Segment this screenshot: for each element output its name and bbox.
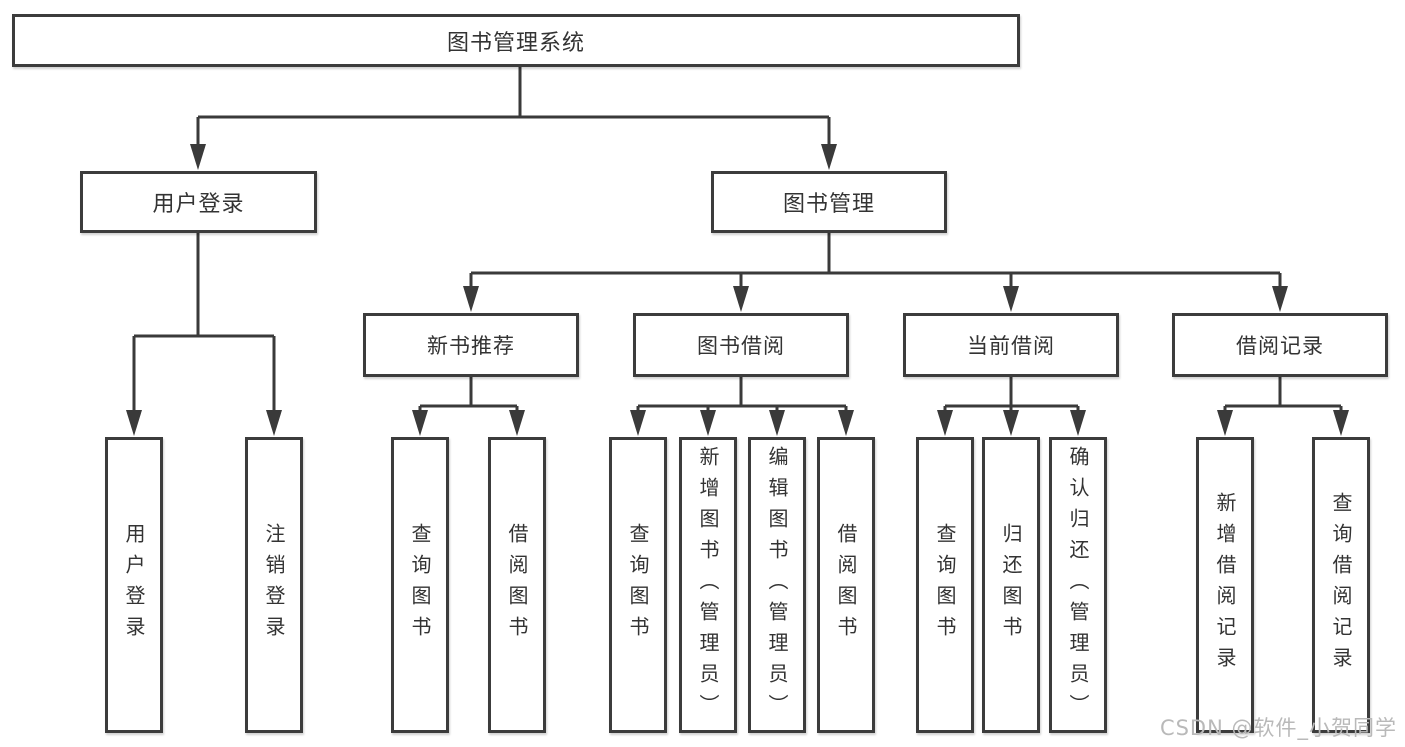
node-leaf-query-books: 查询图书	[916, 437, 974, 733]
node-book-management: 图书管理	[711, 171, 947, 233]
node-current-borrowing: 当前借阅	[903, 313, 1119, 377]
node-book-borrowing: 图书借阅	[633, 313, 849, 377]
node-label: 图书借阅	[697, 334, 785, 358]
node-leaf-add-borrow-record: 新增借阅记录	[1196, 437, 1254, 733]
node-leaf-query-books: 查询图书	[609, 437, 667, 733]
node-label: 当前借阅	[967, 334, 1055, 358]
node-label: 查询图书	[408, 523, 432, 647]
node-label: 新书推荐	[427, 334, 515, 358]
node-leaf-query-books: 查询图书	[391, 437, 449, 733]
node-label: 归还图书	[999, 523, 1023, 647]
node-new-book-recommendation: 新书推荐	[363, 313, 579, 377]
node-label: 查询图书	[933, 523, 957, 647]
node-label: 新增图书（管理员）	[696, 445, 720, 725]
node-label: 编辑图书（管理员）	[765, 445, 789, 725]
node-label: 借阅图书	[834, 523, 858, 647]
node-label: 新增借阅记录	[1213, 492, 1237, 678]
node-label: 查询借阅记录	[1329, 492, 1353, 678]
node-leaf-borrow-books: 借阅图书	[817, 437, 875, 733]
node-label: 图书管理系统	[446, 30, 585, 56]
node-library-management-system: 图书管理系统	[12, 14, 1020, 67]
node-user-login: 用户登录	[80, 171, 317, 233]
node-leaf-add-books-admin: 新增图书（管理员）	[679, 437, 737, 733]
tree-edges	[132, 67, 1343, 414]
csdn-watermark: CSDN @软件_小贺同学	[1159, 716, 1397, 740]
node-label: 查询图书	[626, 523, 650, 647]
node-label: 借阅记录	[1236, 334, 1324, 358]
node-label: 图书管理	[782, 192, 875, 217]
node-leaf-edit-books-admin: 编辑图书（管理员）	[748, 437, 806, 733]
node-label: 注销登录	[262, 523, 286, 647]
node-leaf-confirm-return-admin: 确认归还（管理员）	[1049, 437, 1107, 733]
node-leaf-logout: 注销登录	[245, 437, 303, 733]
node-leaf-return-books: 归还图书	[982, 437, 1040, 733]
node-borrowing-records: 借阅记录	[1172, 313, 1388, 377]
node-label: 借阅图书	[505, 523, 529, 647]
node-label: 用户登录	[122, 523, 146, 647]
node-label: 确认归还（管理员）	[1066, 445, 1090, 725]
node-leaf-borrow-books: 借阅图书	[488, 437, 546, 733]
arrowheads	[126, 144, 1349, 436]
node-leaf-user-login: 用户登录	[105, 437, 163, 733]
node-leaf-query-borrow-record: 查询借阅记录	[1312, 437, 1370, 733]
node-label: 用户登录	[152, 192, 245, 217]
